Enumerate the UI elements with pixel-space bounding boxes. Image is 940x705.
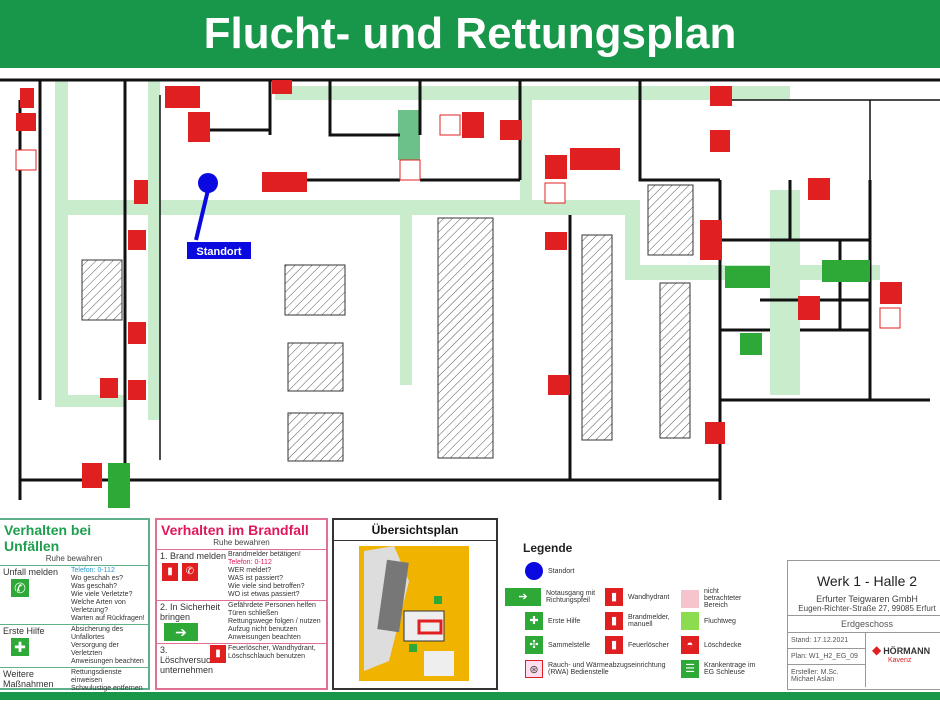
standort-icon [525, 562, 543, 580]
first-aid-icon: ✚ [11, 638, 29, 656]
row-label: Erste Hilfe [3, 626, 45, 636]
overview-panel: Übersichtsplan [332, 518, 498, 690]
text: Rettungsdienste einweisen [71, 669, 122, 684]
fire-alarm-icon: ▮ [162, 563, 178, 581]
address: Eugen-Richter-Straße 27, 99085 Erfurt [788, 604, 940, 616]
text: Aufzug nicht benutzen [228, 626, 298, 633]
rwa-icon: ⊛ [525, 660, 543, 678]
legend-label: Brandmelder, manuell [628, 614, 670, 628]
text: Absicherung des Unfallortes [71, 626, 124, 641]
fire-alarm-icon: ▮ [605, 612, 623, 630]
exit-icon: ➔ [505, 588, 541, 606]
fire-equipment-signs [16, 80, 902, 488]
text: Schaulustige entfernen [71, 685, 143, 692]
legend-label: Löschdecke [704, 641, 742, 649]
excluded-area-icon [681, 589, 699, 608]
logo-icon: ◆ [872, 643, 882, 657]
phone: Telefon: 0-112 [228, 559, 272, 566]
text: Wo geschah es? [71, 575, 124, 582]
plan-title: Flucht- und Rettungsplan [0, 0, 940, 68]
overview-title: Übersichtsplan [334, 520, 496, 541]
legend-label: Standort [548, 567, 575, 575]
standort-marker [198, 173, 218, 193]
fire-subtitle: Ruhe bewahren [157, 538, 326, 550]
text: Löschschlauch benutzen [228, 653, 306, 660]
logo-sub: Kavenz [888, 657, 912, 664]
extinguisher-icon: ▮ [605, 636, 623, 654]
phone: Telefon: 0-112 [71, 567, 115, 574]
text: Rettungswege folgen / nutzen [228, 618, 321, 625]
date: 17.12.2021 [813, 637, 849, 644]
text: Warten auf Rückfragen! [71, 615, 145, 622]
legend-label: Notausgang mit Richtungspfeil [546, 590, 596, 604]
escape-routes [55, 80, 880, 420]
title-block: Werk 1 - Halle 2 Erfurter Teigwaren GmbH… [787, 560, 940, 690]
text: Versorgung der Verletzten [71, 642, 119, 657]
text: Gefährdete Personen helfen [228, 602, 316, 609]
row-label: 2. In Sicherheit bringen [160, 602, 221, 622]
fire-panel: Verhalten im Brandfall Ruhe bewahren 1. … [155, 518, 328, 690]
row-label: 1. Brand melden [160, 551, 227, 561]
walls [0, 78, 940, 500]
text: WER meldet? [228, 567, 272, 574]
building-name: Werk 1 - Halle 2 [816, 573, 918, 589]
rwa-signs [15, 114, 901, 329]
accident-panel: Verhalten bei Unfällen Ruhe bewahren Unf… [0, 518, 150, 692]
logo: HÖRMANN [883, 646, 931, 656]
green-signs [108, 260, 870, 508]
text: Anweisungen beachten [228, 634, 301, 641]
legend-label: Fluchtweg [704, 617, 736, 625]
first-aid-icon: ✚ [525, 612, 543, 630]
stretcher-icon: ☰ [681, 660, 699, 678]
assembly-point-icon: ✣ [525, 636, 543, 654]
plan-number: W1_H2_EG_09 [808, 653, 858, 660]
legend-label: Wandhydrant [628, 593, 670, 601]
extinguisher-icon: ▮ [210, 645, 226, 663]
legend-label: Sammelstelle [548, 641, 591, 649]
fire-phone-icon: ✆ [182, 563, 198, 581]
text: Wie viele sind betroffen? [228, 583, 305, 590]
text: Welche Arten von Verletzung? [71, 599, 126, 614]
floor: Erdgeschoss [788, 616, 940, 633]
legend-title: Legende [523, 541, 573, 555]
text: Brandmelder betätigen! [228, 551, 301, 558]
text: WO ist etwas passiert? [228, 591, 300, 598]
label: Plan: [791, 653, 807, 660]
row-label: Weitere Maßnahmen [3, 669, 54, 689]
label: Ersteller: [791, 669, 819, 676]
legend-label: Feuerlöscher [628, 641, 669, 649]
accident-title: Verhalten bei Unfällen [4, 522, 92, 554]
accident-subtitle: Ruhe bewahren [0, 554, 148, 566]
legend-label: Erste Hilfe [548, 617, 581, 625]
phone-icon: ✆ [11, 579, 29, 597]
author: M.Sc. Michael Aslan [791, 669, 839, 683]
legend-label: nicht betrachteter Bereich [704, 588, 742, 609]
fire-blanket-icon: ◓ [681, 636, 699, 654]
legend-label: Rauch- und Wärmeabzugseinrichtung (RWA) … [548, 662, 666, 676]
company: Erfurter Teigwaren GmbH [816, 594, 918, 604]
text: Anweisungen beachten [71, 658, 144, 665]
text: Feuerlöscher, Wandhydrant, [228, 645, 316, 652]
text: Was geschah? [71, 583, 118, 590]
standort-label: Standort [196, 246, 242, 258]
legend-label: Krankentrage im EG Schleuse [704, 662, 756, 676]
exit-icon: ➔ [164, 623, 198, 641]
hydrant-icon: ▮ [605, 588, 623, 606]
text: Wie viele Verletzte? [71, 591, 133, 598]
fire-title: Verhalten im Brandfall [161, 522, 309, 538]
floor-plan: Standort [0, 78, 940, 508]
text: WAS ist passiert? [228, 575, 283, 582]
storage-areas [81, 184, 694, 462]
row-label: 3. Löschversuch unternehmen [160, 645, 216, 675]
escape-route-icon [681, 612, 699, 630]
overview-map [359, 546, 469, 681]
label: Stand: [791, 637, 812, 644]
text: Türen schließen [228, 610, 279, 617]
bottom-bar [0, 692, 940, 700]
row-label: Unfall melden [3, 567, 59, 577]
